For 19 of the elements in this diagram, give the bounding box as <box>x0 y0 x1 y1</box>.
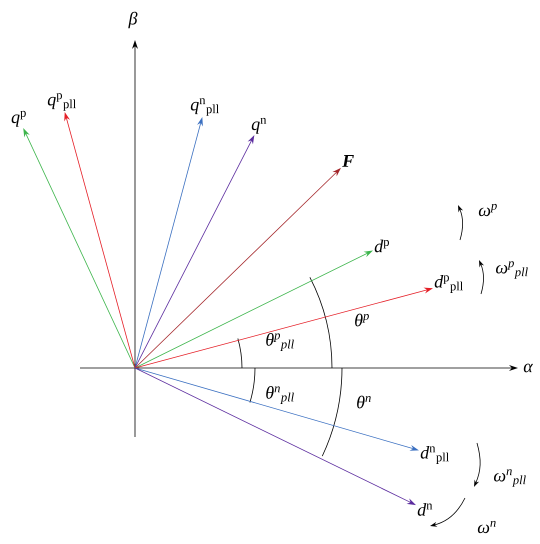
angle-label: θ$^{n}$pll <box>266 386 294 404</box>
vector-label: d$^{n}$pll <box>420 446 449 464</box>
angle-label: θ$^{p}$pll <box>266 333 294 351</box>
vector-label: F <box>342 155 354 167</box>
speed-label: ω$^{p}$ <box>478 204 497 216</box>
vector-label: d$^{p}$pll <box>434 275 463 293</box>
vector-label: q$^{p}$ <box>12 110 26 127</box>
angle-label: θ$^{n}$ <box>357 396 371 408</box>
angle-label: θ$^{p}$ <box>355 314 369 326</box>
speed-label: ω$^{n}$ <box>478 520 496 534</box>
axis-label: α <box>524 364 533 372</box>
speed-label: ω$^{p}$pll <box>496 261 528 279</box>
vector-label: q$^{p}$pll <box>48 93 76 111</box>
vector-label: d$^{p}$ <box>374 240 389 252</box>
vector-label: q$^{n}$ <box>252 118 266 134</box>
speed-label: ω$^{n}$pll <box>494 469 526 487</box>
vector-label: q$^{n}$pll <box>190 98 219 116</box>
vector-label: d$^{n}$ <box>418 503 432 516</box>
axis-label: β <box>128 12 138 28</box>
